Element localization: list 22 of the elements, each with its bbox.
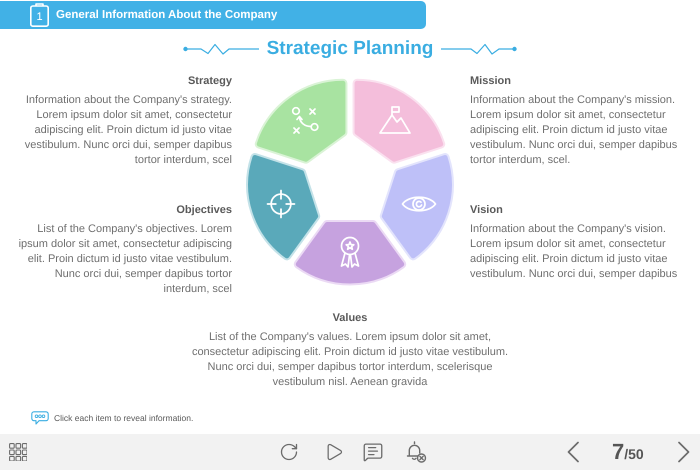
section-heading: Values bbox=[332, 311, 368, 326]
current-page-number: 7 bbox=[612, 439, 624, 465]
total-pages: /50 bbox=[624, 445, 644, 463]
hint-text: Click each item to reveal information. bbox=[54, 412, 194, 424]
section-heading: Mission bbox=[470, 74, 511, 89]
section-description: List of the Company's values. Lorem ipsum dolor sit amet, consectetur adipiscing elit. Proin dictum id justo vitae vestibulum. Nunc orci dui, semper dapibus tortor interdum, scelerisque vestibulum nisl. Aenean gravida bbox=[190, 330, 510, 390]
title: Strategic Planning bbox=[266, 37, 434, 61]
section-heading: Vision bbox=[470, 203, 503, 218]
pie-segment bbox=[245, 152, 321, 261]
section-heading: Strategy bbox=[188, 74, 232, 89]
section-number: 1 bbox=[36, 11, 43, 24]
section-description: Information about the Company's mission. Lorem ipsum dolor sit amet, consectetur adipiscing elit. Proin dictum id justo vitae vestibulum. Nunc orci dui, semper dapibus tortor interdum, scel. bbox=[470, 93, 678, 168]
section-banner bbox=[0, 1, 426, 29]
section-description: Information about the Company's vision. Lorem ipsum dolor sit amet, consectetur adipiscing elit. Proin dictum id justo vitae vestibulum. Nunc orci dui, semper dapibus bbox=[470, 222, 678, 282]
pie-segment bbox=[379, 152, 455, 261]
section-description: List of the Company's objectives. Lorem ipsum dolor sit amet, consectetur adipiscing elit. Proin dictum id justo vitae vestibulum. Nunc orci dui, semper dapibus tortor interdum, scel bbox=[18, 222, 232, 297]
section-description: Information about the Company's strategy. Lorem ipsum dolor sit amet, consectetur adipiscing elit. Proin dictum id justo vitae vestibulum. Nunc orci dui, semper dapibus tortor interdum, scel bbox=[24, 93, 232, 168]
section-title: General Information About the Company bbox=[56, 8, 278, 22]
pie-segment bbox=[352, 78, 446, 165]
section-heading: Objectives bbox=[176, 203, 232, 218]
pie-segment bbox=[254, 78, 348, 165]
pie-segment bbox=[293, 219, 407, 286]
